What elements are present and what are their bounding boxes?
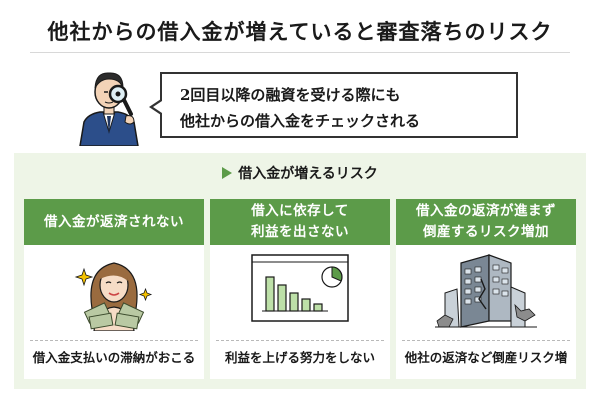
card-header: 借入金が返済されない <box>24 199 204 245</box>
chart-board-icon <box>210 249 390 331</box>
card-footer: 利益を上げる努力をしない <box>216 340 384 371</box>
card-footer: 借入金支払いの滞納がおこる <box>30 340 198 371</box>
woman-with-money-icon <box>24 249 204 331</box>
card-header: 借入に依存して 利益を出さない <box>210 199 390 245</box>
card-header-line-1: 借入に依存して <box>251 203 349 219</box>
section-heading: 借入金が増えるリスク <box>14 163 586 183</box>
triangle-bullet-icon <box>222 167 233 179</box>
card-header: 借入金の返済が進まず 倒産するリスク増加 <box>396 199 576 245</box>
card-footer: 他社の返済など倒産リスク増 <box>402 340 570 371</box>
banker-with-magnifier-icon <box>74 64 144 147</box>
card-header-line-1: 借入金が返済されない <box>44 213 184 230</box>
callout-box: 2回目以降の融資を受ける際にも 他社からの借入金をチェックされる <box>160 72 518 138</box>
crumbling-building-icon <box>396 249 576 331</box>
risk-card-bankruptcy: 借入金の返済が進まず 倒産するリスク増加 <box>396 199 576 379</box>
callout-line-1: 2回目以降の融資を受ける際にも <box>180 86 401 104</box>
callout-tail-inner <box>153 101 162 113</box>
section-heading-label: 借入金が増えるリスク <box>238 166 378 182</box>
card-header-line-2: 利益を出さない <box>251 224 349 240</box>
risk-card-unpaid: 借入金が返済されない <box>24 199 204 379</box>
page-title: 他社からの借入金が増えていると審査落ちのリスク <box>47 19 553 44</box>
card-header-line-2: 倒産するリスク増加 <box>423 224 549 240</box>
risk-panel: 借入金が増えるリスク 借入金が返済されない <box>14 153 586 389</box>
card-header-line-1: 借入金の返済が進まず <box>416 203 556 219</box>
callout-line-2: 他社からの借入金をチェックされる <box>180 112 421 130</box>
risk-card-dependence: 借入に依存して 利益を出さない 利益を上げる努力をしない <box>210 199 390 379</box>
title-divider <box>30 52 570 53</box>
